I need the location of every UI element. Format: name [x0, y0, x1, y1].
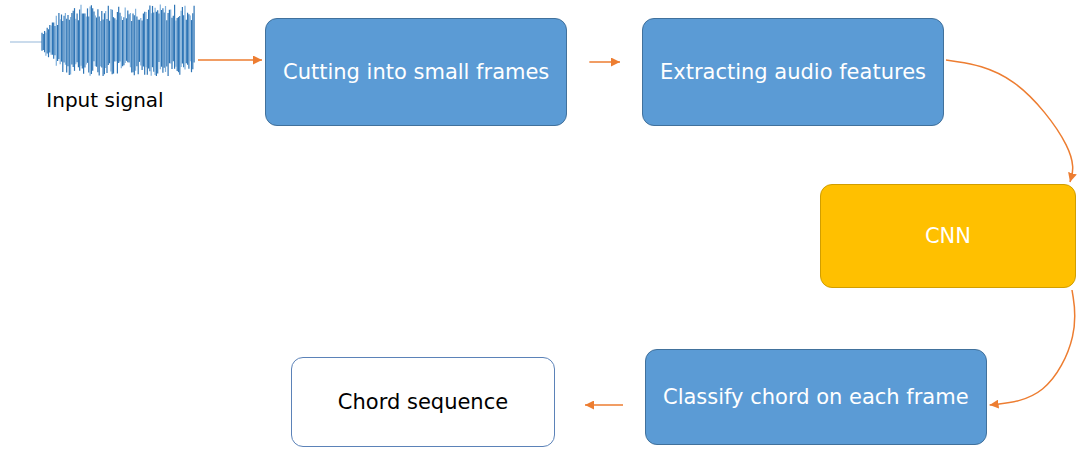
- box-label: Chord sequence: [338, 387, 508, 417]
- model-box: CNN: [820, 184, 1076, 288]
- waveform-illustration: [10, 0, 200, 86]
- flow-arrow: [946, 60, 1073, 182]
- process-box: Cutting into small frames: [265, 18, 567, 126]
- process-box: Classify chord on each frame: [645, 349, 987, 445]
- box-label: Extracting audio features: [660, 57, 926, 87]
- box-label: Cutting into small frames: [283, 57, 549, 87]
- input-waveform: Input signal: [10, 0, 200, 112]
- process-box: Extracting audio features: [642, 18, 944, 126]
- waveform: [42, 4, 194, 76]
- box-label: CNN: [925, 221, 971, 251]
- flow-arrow: [990, 290, 1075, 405]
- flow-arrow: [198, 59, 262, 61]
- flow-arrow: [585, 404, 623, 406]
- output-box: Chord sequence: [291, 357, 555, 447]
- baseline: [10, 41, 42, 43]
- signal-label: Input signal: [44, 88, 165, 112]
- box-label: Classify chord on each frame: [663, 382, 969, 412]
- flow-arrow: [589, 61, 620, 63]
